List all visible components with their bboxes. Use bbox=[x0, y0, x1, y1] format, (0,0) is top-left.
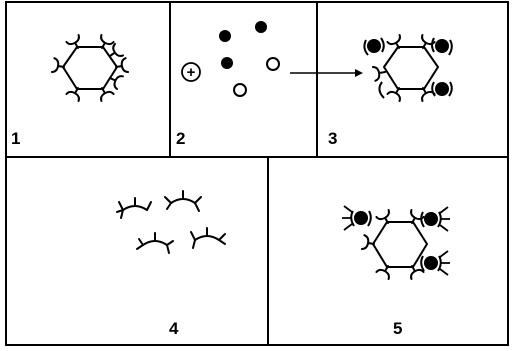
bound-ion-icon bbox=[364, 38, 383, 55]
panel-4-fragments bbox=[117, 191, 225, 253]
bound-ion-icon bbox=[432, 38, 452, 55]
panel-5-frame bbox=[268, 157, 508, 345]
panel-1-host-molecule bbox=[52, 35, 128, 101]
panel-frames bbox=[6, 2, 508, 345]
panel-3-frame bbox=[317, 2, 508, 157]
panel-5-label: 5 bbox=[393, 319, 402, 338]
hexagon-ring-icon bbox=[373, 222, 427, 267]
bound-ion-icon bbox=[373, 65, 386, 98]
filled-ion-icon bbox=[219, 30, 231, 42]
plus-charge-icon: + bbox=[182, 63, 200, 81]
panel-4-frame bbox=[6, 157, 268, 345]
open-ion-icon bbox=[234, 84, 246, 96]
panel-3-label: 3 bbox=[328, 129, 337, 148]
filled-ion-icon bbox=[255, 21, 267, 33]
reaction-arrow-icon bbox=[290, 69, 363, 77]
panel-2-label: 2 bbox=[176, 129, 185, 148]
panel-5-complex bbox=[342, 206, 450, 279]
filled-ion-icon bbox=[221, 57, 233, 69]
plus-symbol: + bbox=[187, 64, 196, 81]
panel-1-frame bbox=[6, 2, 170, 157]
bound-ion-icon bbox=[421, 207, 450, 231]
hexagon-ring-icon bbox=[384, 47, 438, 89]
panel-4-label: 4 bbox=[169, 319, 179, 338]
fragment-icon bbox=[117, 198, 151, 218]
panel-2-ions: + bbox=[182, 21, 279, 96]
open-ion-icon bbox=[267, 58, 279, 70]
panel-1-label: 1 bbox=[11, 129, 20, 148]
hexagon-ring-icon bbox=[63, 47, 117, 89]
fragment-icon bbox=[137, 233, 173, 253]
bound-ion-icon bbox=[421, 251, 450, 275]
fragment-icon bbox=[191, 228, 225, 248]
fragment-icon bbox=[165, 191, 201, 211]
panel-3-complex bbox=[364, 35, 451, 101]
bound-ion-icon bbox=[342, 206, 371, 230]
